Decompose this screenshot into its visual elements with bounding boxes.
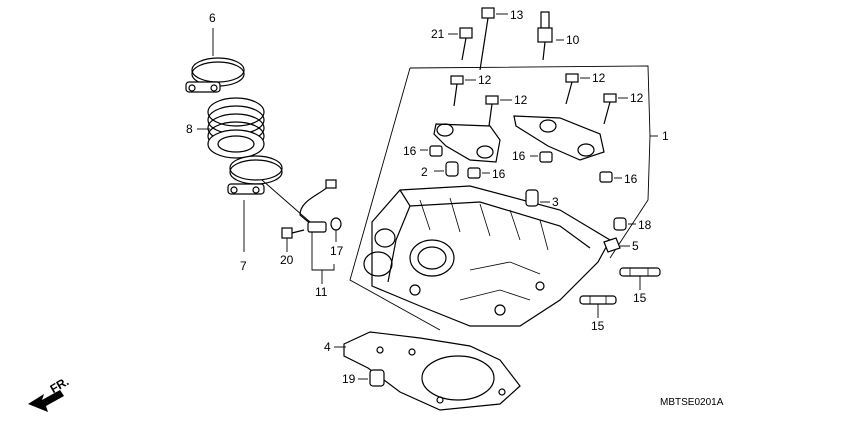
callout-13: 13 — [510, 8, 524, 22]
callout-3: 3 — [552, 195, 559, 209]
callout-16d: 16 — [624, 172, 638, 186]
callout-1: 1 — [662, 129, 669, 143]
callout-16c: 16 — [492, 167, 506, 181]
temperature-sensor — [261, 179, 337, 233]
dowel-pin-16b — [467, 167, 481, 179]
callout-16a: 16 — [403, 144, 417, 158]
dowel-pin-16c — [539, 151, 553, 163]
oil-orifice-2 — [445, 161, 459, 177]
direction-label: FR. — [48, 374, 72, 396]
callout-2: 2 — [421, 165, 428, 179]
long-bolt-13 — [479, 7, 495, 71]
callout-7: 7 — [240, 259, 247, 273]
diagram-code: MBTSE0201A — [660, 397, 724, 408]
oil-orifice-3 — [525, 189, 539, 207]
callout-15b: 15 — [591, 319, 605, 333]
cylinder-head — [363, 185, 611, 327]
spark-plug — [537, 11, 553, 61]
callout-20: 20 — [280, 253, 294, 267]
carburetor-insulator — [207, 97, 265, 159]
callout-6: 6 — [209, 11, 216, 25]
hose-clamp-upper — [185, 57, 245, 93]
nut-5 — [603, 237, 621, 253]
callout-15a: 15 — [633, 291, 647, 305]
flange-bolt-12a — [450, 75, 464, 107]
flange-bolt-small — [281, 227, 305, 239]
flange-bolt-12d — [603, 93, 617, 125]
hose-clamp-lower — [227, 155, 283, 195]
callout-17: 17 — [330, 244, 344, 258]
dowel-pin-19 — [369, 369, 385, 387]
rocker-holder-right — [513, 115, 605, 161]
callout-4: 4 — [324, 340, 331, 354]
bolt-21 — [459, 27, 473, 61]
callout-12b: 12 — [514, 93, 528, 107]
callout-16b: 16 — [512, 149, 526, 163]
callout-8: 8 — [186, 122, 193, 136]
callout-11: 11 — [315, 285, 328, 299]
callout-18: 18 — [638, 218, 652, 232]
dowel-pin-16a — [429, 145, 443, 157]
callout-12d: 12 — [630, 91, 644, 105]
flange-bolt-12b — [485, 95, 499, 127]
callout-12c: 12 — [592, 71, 606, 85]
callout-10: 10 — [566, 33, 580, 47]
sealing-washer — [330, 217, 342, 231]
cap-nut-18 — [613, 217, 627, 231]
callout-5: 5 — [632, 239, 639, 253]
callout-12a: 12 — [478, 73, 492, 87]
stud-bolt-15b — [579, 295, 617, 305]
cylinder-head-gasket — [343, 331, 521, 411]
callout-19: 19 — [342, 372, 356, 386]
rocker-holder-left — [433, 123, 501, 163]
flange-bolt-12c — [565, 73, 579, 105]
front-direction-arrow — [28, 390, 64, 412]
stud-bolt-15a — [619, 267, 661, 277]
dowel-pin-16d — [599, 171, 613, 183]
callout-21: 21 — [431, 27, 445, 41]
